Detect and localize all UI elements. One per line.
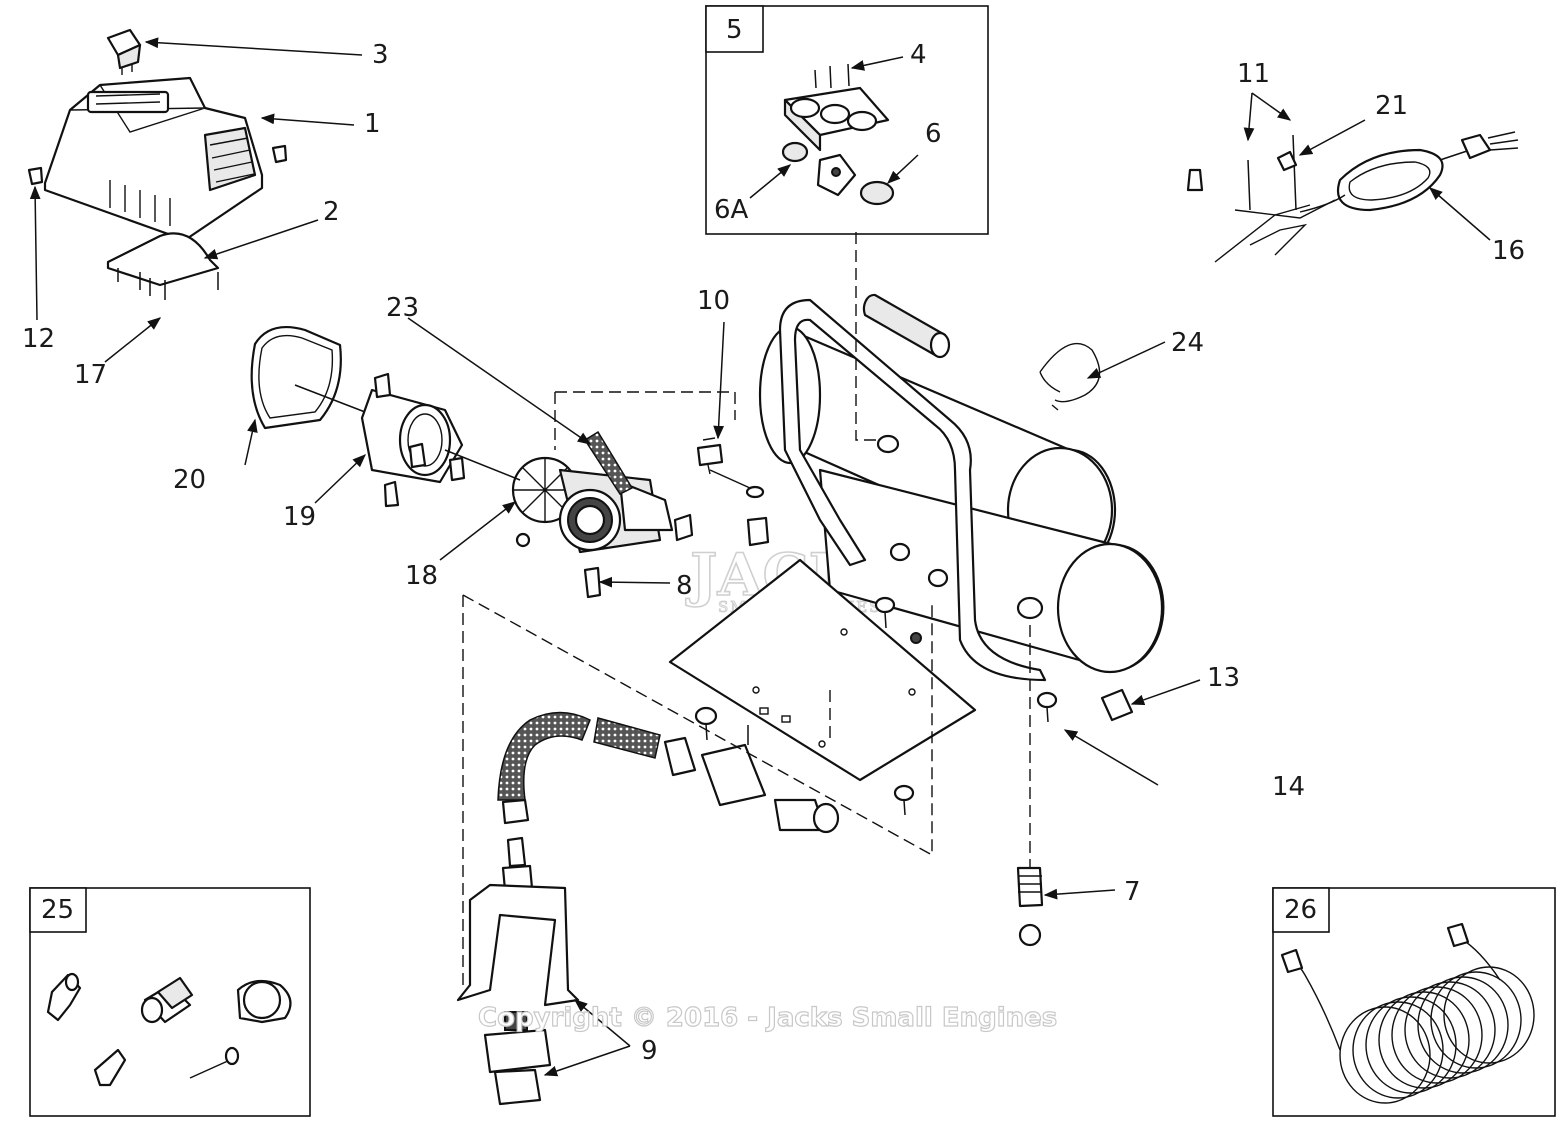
callout-19: 19 [283,502,316,532]
callout-25: 25 [41,895,74,925]
callout-24: 24 [1171,328,1204,358]
callout-9: 9 [641,1036,658,1066]
callout-4: 4 [910,40,927,70]
copyright-watermark: Copyright © 2016 - Jacks Small Engines [478,1003,1057,1033]
callout-17: 17 [74,360,107,390]
fan-shroud-and-filter [250,326,466,508]
bottom-shield [106,232,220,300]
callout-14: 14 [1272,772,1305,802]
inflation-kit-box [29,887,311,1117]
callout-11: 11 [1237,59,1270,89]
callout-13: 13 [1207,663,1240,693]
callout-12: 12 [22,324,55,354]
shroud-cover [43,76,264,242]
coil-hose-box [1272,887,1556,1117]
callout-10: 10 [697,286,730,316]
tank-fitting [1100,688,1134,722]
callout-6a: 6A [714,195,749,225]
callout-21: 21 [1375,91,1408,121]
callout-16: 16 [1492,236,1525,266]
assembly-guides [294,232,1031,985]
callout-3: 3 [372,40,389,70]
screw-pair [27,144,288,186]
callout-20: 20 [173,465,206,495]
pressure-switch-assembly [456,883,580,1106]
callout-2: 2 [323,197,340,227]
callout-23: 23 [386,293,419,323]
tank-assembly [668,293,1165,816]
pump-motor-assembly [511,430,694,599]
callout-1: 1 [364,109,381,139]
callout-26: 26 [1284,895,1317,925]
fittings [696,437,770,547]
callout-7: 7 [1124,877,1141,907]
power-cord-assembly [1186,131,1519,263]
rocker-switch [106,28,142,75]
callout-8: 8 [676,571,693,601]
callout-18: 18 [405,561,438,591]
leader-arrows [29,37,1491,1077]
callout-5: 5 [726,15,743,45]
safety-valve [1016,866,1044,947]
callout-6: 6 [925,119,942,149]
discharge-hose [497,711,840,892]
callout-labels: 3 1 2 12 17 20 19 18 23 10 8 5 4 6 6A 11… [22,15,1525,1066]
